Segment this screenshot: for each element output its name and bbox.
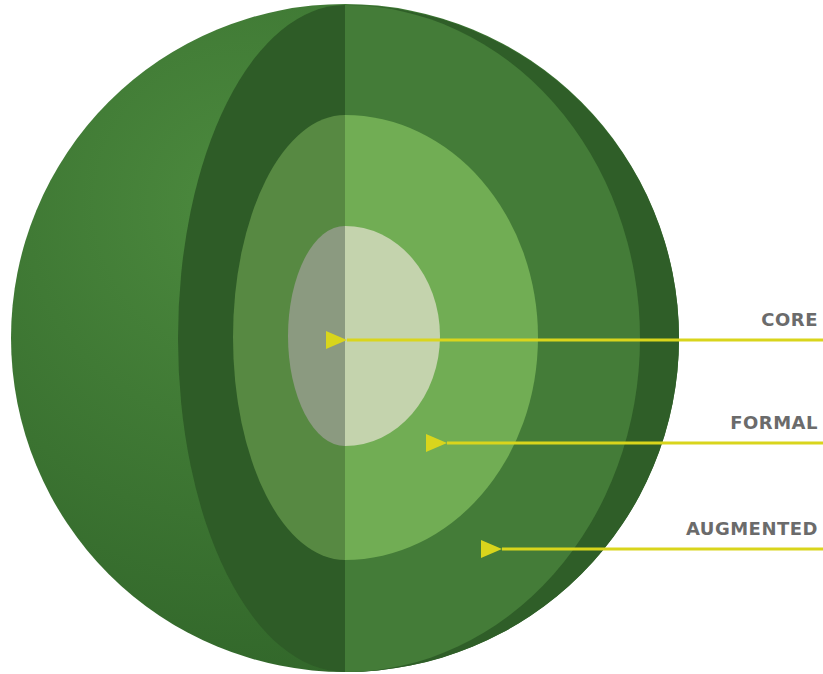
augmented-left bbox=[178, 5, 345, 672]
core-left bbox=[288, 226, 345, 446]
formal-left bbox=[233, 115, 345, 560]
leader-line bbox=[347, 339, 823, 342]
layer-label: CORE bbox=[761, 310, 818, 330]
layer-label: FORMAL bbox=[730, 413, 818, 433]
layer-label: AUGMENTED bbox=[686, 519, 818, 539]
formal-right bbox=[345, 115, 538, 560]
leader-line bbox=[502, 548, 823, 551]
core-right bbox=[345, 226, 440, 446]
outer-sphere bbox=[11, 4, 679, 672]
leader-line bbox=[447, 442, 823, 445]
